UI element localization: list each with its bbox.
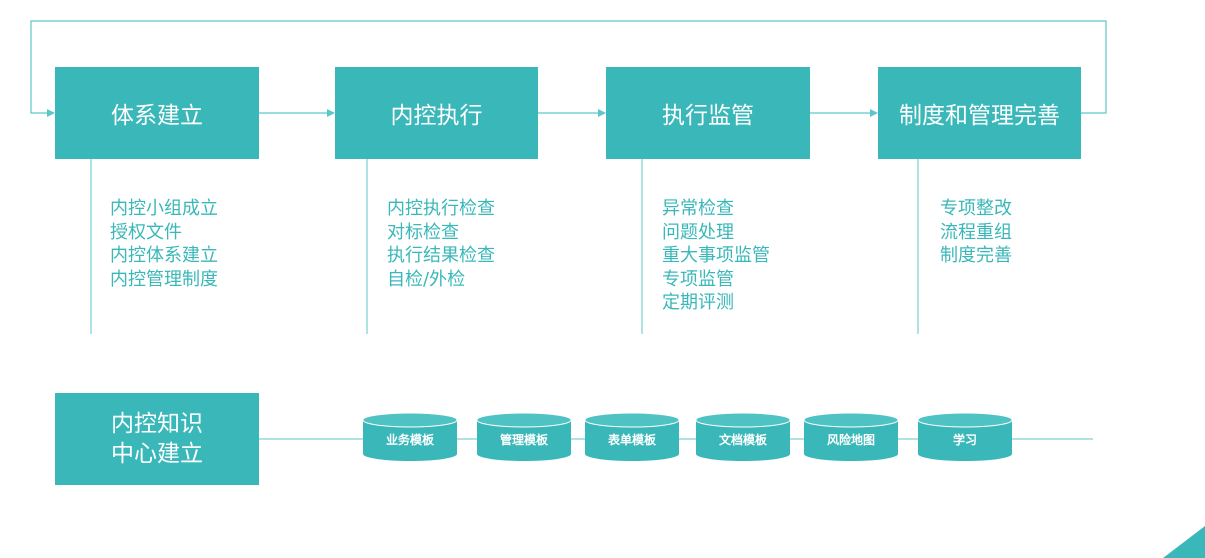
repository-label-3: 表单模板 <box>607 433 656 447</box>
list-item: 自检/外检 <box>387 268 466 290</box>
repository-cylinder-2: 管理模板 <box>477 413 571 462</box>
stage-title-3: 执行监管 <box>662 103 754 129</box>
list-item: 流程重组 <box>940 221 1012 243</box>
stage-items-4: 专项整改 流程重组 制度完善 <box>940 197 1012 268</box>
stage-box-1: 体系建立 <box>55 67 259 159</box>
cylinder-icon <box>477 413 571 461</box>
stage-title-4: 制度和管理完善 <box>899 103 1060 129</box>
stage-box-2: 内控执行 <box>335 67 538 159</box>
list-item: 内控体系建立 <box>110 245 218 266</box>
list-item: 内控执行检查 <box>387 198 495 219</box>
knowledge-center-line1: 内控知识 <box>111 411 203 437</box>
repository-label-1: 业务模板 <box>385 433 434 447</box>
knowledge-center-box: 内控知识 中心建立 <box>55 393 259 485</box>
list-item: 授权文件 <box>110 221 182 243</box>
stage-items-1: 内控小组成立 授权文件 内控体系建立 内控管理制度 <box>110 197 218 291</box>
repository-cylinder-5: 风险地图 <box>804 413 898 462</box>
cylinder-icon <box>696 413 790 461</box>
cylinder-icon <box>804 413 898 461</box>
repository-label-6: 学习 <box>952 433 977 447</box>
stage-box-4: 制度和管理完善 <box>878 67 1081 159</box>
list-item: 制度完善 <box>940 245 1012 266</box>
cylinder-icon <box>585 413 679 461</box>
list-item: 专项监管 <box>662 268 734 290</box>
repository-label-5: 风险地图 <box>826 433 875 447</box>
list-item: 执行结果检查 <box>387 245 495 266</box>
list-item: 专项整改 <box>940 198 1012 219</box>
repository-cylinder-1: 业务模板 <box>363 413 457 462</box>
stage-items-2: 内控执行检查 对标检查 执行结果检查 自检/外检 <box>387 197 495 291</box>
stage-title-1: 体系建立 <box>111 103 203 129</box>
repository-cylinder-4: 文档模板 <box>696 413 790 462</box>
cylinder-icon <box>363 413 457 461</box>
list-item: 异常检查 <box>662 198 734 219</box>
list-item: 重大事项监管 <box>662 245 770 266</box>
stage-title-2: 内控执行 <box>390 103 483 129</box>
list-item: 定期评测 <box>662 292 734 313</box>
stage-box-3: 执行监管 <box>606 67 810 159</box>
list-item: 问题处理 <box>662 221 734 243</box>
repository-cylinder-6: 学习 <box>918 413 1012 462</box>
cylinder-icon <box>918 413 1012 461</box>
repository-label-4: 文档模板 <box>718 433 767 447</box>
list-item: 对标检查 <box>387 221 459 243</box>
list-item: 内控小组成立 <box>110 198 218 219</box>
feedback-loop-arrow <box>30 20 1107 117</box>
corner-triangle-decoration <box>1163 526 1205 558</box>
stage-items-3: 异常检查 问题处理 重大事项监管 专项监管 定期评测 <box>662 197 770 315</box>
knowledge-center-line2: 中心建立 <box>111 441 203 467</box>
repository-cylinder-3: 表单模板 <box>585 413 679 462</box>
list-item: 内控管理制度 <box>110 268 218 290</box>
repository-label-2: 管理模板 <box>499 433 548 447</box>
